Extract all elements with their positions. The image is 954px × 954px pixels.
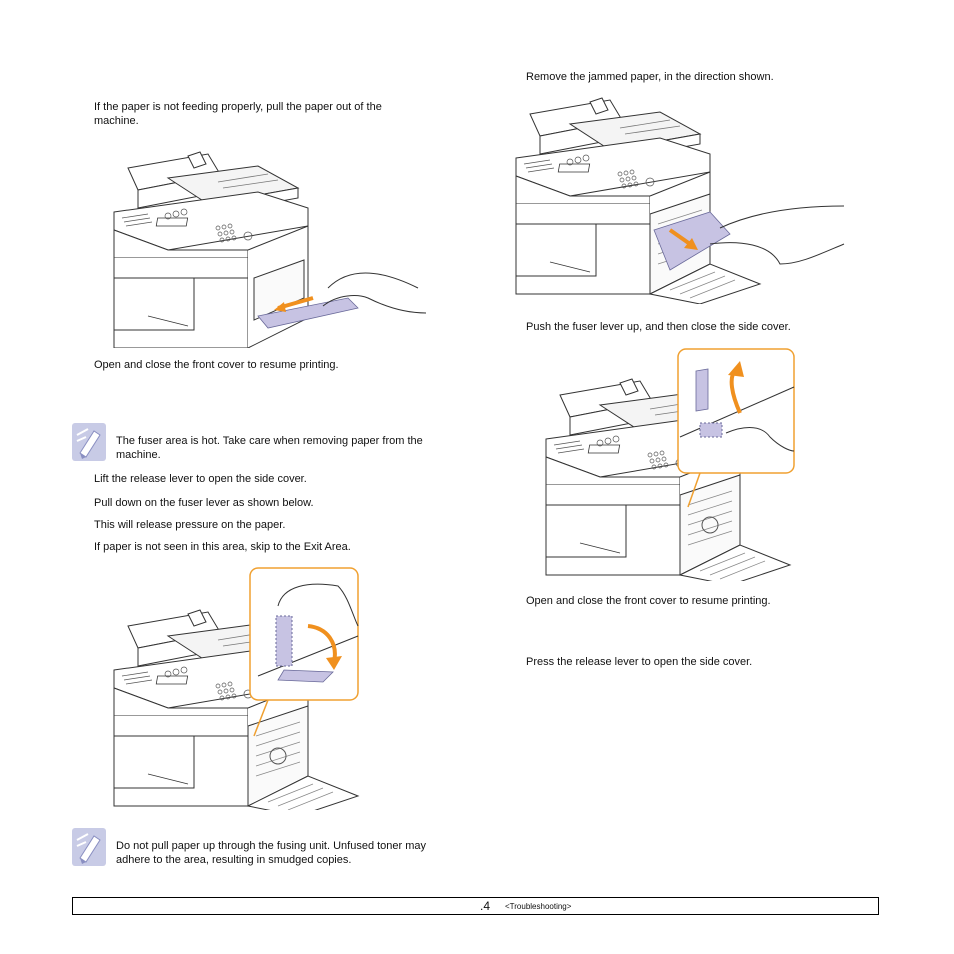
instruction-push-fuser-lever: Push the fuser lever up, and then close … bbox=[526, 321, 791, 333]
illustration-remove-jammed-paper bbox=[515, 97, 845, 304]
instruction-press-release-lever: Press the release lever to open the side… bbox=[526, 656, 753, 668]
illustration-pull-fuser-lever bbox=[113, 567, 359, 810]
page-footer: .4 <Troubleshooting> bbox=[72, 897, 879, 915]
illustration-push-fuser-lever-up bbox=[545, 348, 795, 581]
note-pencil-icon bbox=[72, 423, 106, 461]
page-number: .4 bbox=[480, 899, 491, 913]
note-do-not-pull-up: Do not pull paper up through the fusing … bbox=[116, 840, 427, 866]
instruction-release-pressure: This will release pressure on the paper. bbox=[94, 519, 286, 531]
instruction-skip-exit-area: If paper is not seen in this area, skip … bbox=[94, 541, 351, 553]
note-fuser-hot: The fuser area is hot. Take care when re… bbox=[116, 435, 423, 461]
instruction-lift-release-lever: Lift the release lever to open the side … bbox=[94, 473, 307, 485]
instruction-pull-fuser-lever: Pull down on the fuser lever as shown be… bbox=[94, 497, 314, 509]
instruction-remove-jammed-paper: Remove the jammed paper, in the directio… bbox=[526, 71, 774, 83]
illustration-pull-paper-out bbox=[113, 151, 427, 348]
note-pencil-icon bbox=[72, 828, 106, 866]
section-name: <Troubleshooting> bbox=[505, 902, 572, 911]
instruction-open-close-front-right: Open and close the front cover to resume… bbox=[526, 595, 771, 607]
instruction-open-close-front: Open and close the front cover to resume… bbox=[94, 359, 339, 371]
instruction-pull-paper: If the paper is not feeding properly, pu… bbox=[94, 101, 382, 127]
